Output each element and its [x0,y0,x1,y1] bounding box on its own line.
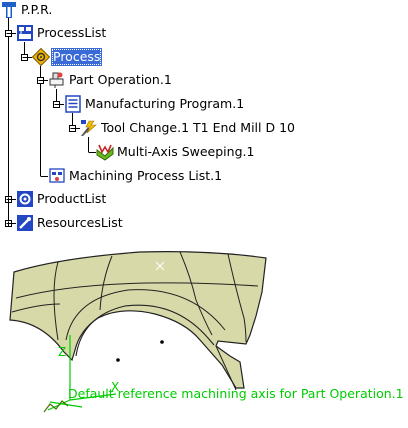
product-list-icon [16,190,34,208]
tree-label: P.P.R. [21,2,53,17]
machining-process-list-icon [48,167,66,185]
multi-axis-sweeping-icon [96,143,114,161]
tree-node-resources-list[interactable]: ResourcesList [16,213,125,233]
machining-axis-triad[interactable]: Z X [43,335,119,413]
tree-node-ppr[interactable]: P.P.R. [0,0,54,20]
tree-label: Manufacturing Program.1 [85,96,245,111]
tree-label: Tool Change.1 T1 End Mill D 10 [101,120,295,135]
tool-change-icon [80,119,98,137]
tree-label: ProcessList [37,25,107,40]
resources-list-icon [16,214,34,232]
manufacturing-program-icon [64,95,82,113]
process-icon [32,48,50,66]
tree-node-product-list[interactable]: ProductList [16,189,108,209]
tree-label: Multi-Axis Sweeping.1 [117,144,255,159]
tree-node-process-list[interactable]: ProcessList [16,23,108,43]
reference-axis-label: Default reference machining axis for Par… [68,386,404,401]
axis-z-label: Z [58,345,66,359]
tree-node-manufacturing-program[interactable]: Manufacturing Program.1 [64,94,246,114]
tree-node-process[interactable]: Process [32,47,103,67]
tree-node-part-operation[interactable]: Part Operation.1 [48,70,174,90]
fender-surface [9,251,267,391]
tree-label: Process [51,48,103,66]
tree-node-machining-process-list[interactable]: Machining Process List.1 [48,166,224,186]
tree-node-multi-axis-sweeping[interactable]: Multi-Axis Sweeping.1 [96,142,256,162]
3d-viewport[interactable]: Z X [0,250,408,428]
axis-x-label: X [111,380,119,394]
tree-label: ResourcesList [37,215,123,230]
tree-connector-lines [5,18,96,227]
process-list-icon [16,24,34,42]
tree-label: Machining Process List.1 [69,168,223,183]
tree-label: Part Operation.1 [69,72,172,87]
ppr-root-icon [0,1,18,19]
part-operation-icon [48,71,66,89]
tree-label: ProductList [37,191,107,206]
tree-node-tool-change[interactable]: Tool Change.1 T1 End Mill D 10 [80,118,297,138]
